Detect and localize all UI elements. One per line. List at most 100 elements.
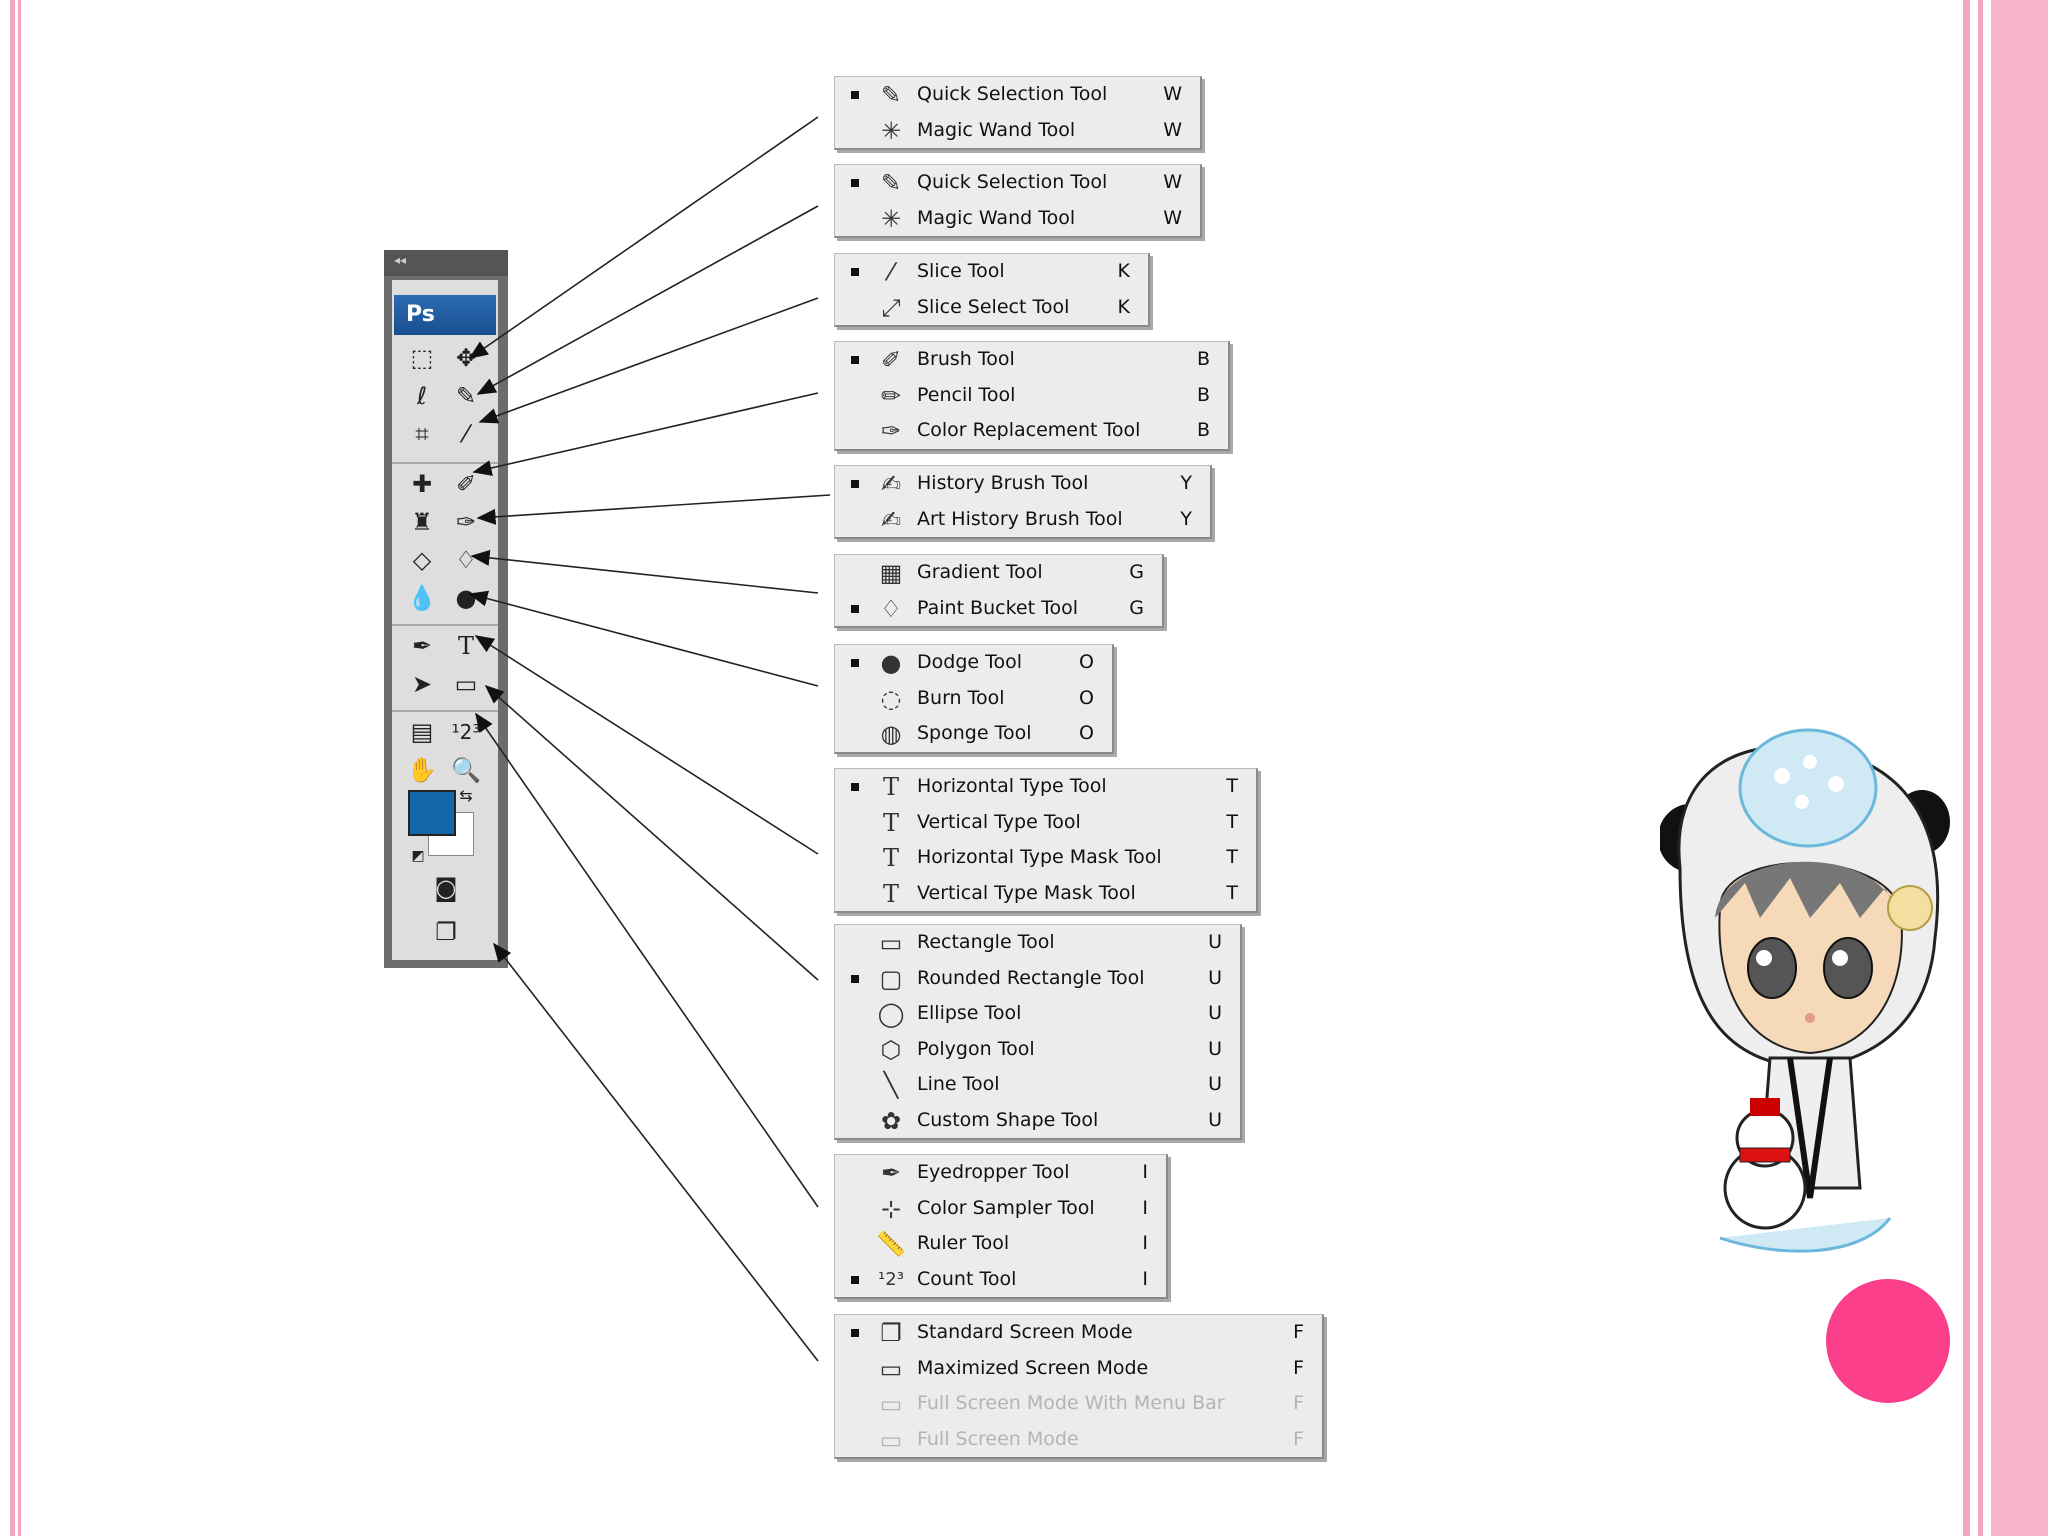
menu-item-shortcut: W — [1163, 118, 1182, 141]
menu-item-shortcut: W — [1163, 206, 1182, 229]
swap-colors-icon[interactable]: ⇆ — [459, 786, 473, 805]
pen-tool-icon[interactable]: ✒ — [411, 632, 433, 660]
clone-stamp-tool-icon[interactable]: ♜ — [411, 508, 433, 536]
menu-item-slice-tool[interactable]: ⁄ Slice Tool K — [835, 254, 1148, 290]
full-screen-menu-icon: ▭ — [879, 1390, 903, 1418]
menu-item-shortcut: U — [1208, 1108, 1222, 1131]
maximized-screen-icon: ▭ — [879, 1354, 903, 1383]
notes-tool-icon[interactable]: ▤ — [410, 718, 434, 746]
type-tool-icon[interactable]: T — [457, 632, 474, 660]
ps-logo: Ps — [394, 295, 496, 335]
menu-item-shortcut: K — [1117, 295, 1130, 318]
selected-bullet-icon — [851, 179, 859, 187]
slice-tool-icon[interactable]: ⁄ — [463, 420, 468, 448]
quick-mask-icon[interactable]: ◙ — [434, 874, 458, 902]
menu-item-label: Quick Selection Tool — [917, 83, 1108, 105]
menu-item-label: Color Sampler Tool — [917, 1196, 1095, 1219]
custom-shape-icon: ✿ — [880, 1106, 902, 1135]
toolbox-divider — [392, 624, 498, 626]
magic-wand-icon: ✳ — [880, 204, 902, 233]
shape-tool-icon[interactable]: ▭ — [454, 670, 478, 698]
selected-bullet-icon — [851, 1275, 859, 1284]
screen-mode-icon[interactable]: ❐ — [435, 918, 457, 946]
marquee-tool-icon[interactable]: ⬚ — [410, 344, 434, 372]
menu-item-shortcut: O — [1079, 722, 1094, 744]
collapse-icon[interactable]: ◂◂ — [394, 253, 407, 267]
hand-tool-icon[interactable]: ✋ — [407, 756, 437, 784]
healing-brush-tool-icon[interactable]: ✚ — [411, 470, 433, 498]
menu-item-shortcut: K — [1117, 260, 1130, 282]
pencil-icon: ✏ — [880, 381, 902, 410]
menu-item-label: Custom Shape Tool — [917, 1108, 1099, 1131]
vertical-type-icon: T — [882, 808, 899, 837]
lasso-tool-icon[interactable]: ℓ — [417, 382, 427, 410]
menu-item-label: Magic Wand Tool — [917, 118, 1076, 141]
quick-selection-tool-icon[interactable]: ✎ — [455, 382, 477, 410]
foreground-color-swatch[interactable] — [408, 790, 456, 836]
toolbox-divider — [392, 710, 498, 712]
crop-tool-icon[interactable]: ⌗ — [415, 420, 429, 448]
menu-item-shortcut: W — [1163, 171, 1182, 193]
right-border-band — [1991, 0, 2048, 1536]
selected-bullet-icon — [851, 268, 859, 276]
zoom-tool-icon[interactable]: 🔍 — [451, 756, 481, 784]
blur-tool-icon[interactable]: 💧 — [407, 584, 437, 612]
selected-bullet-icon — [851, 1329, 859, 1337]
menu-item-label: Vertical Type Mask Tool — [917, 881, 1136, 904]
toolbox-header[interactable]: ◂◂ — [384, 250, 508, 276]
menu-item-custom-shape-tool[interactable]: ✿ Custom Shape Tool U — [835, 1103, 1240, 1139]
menu-item-shortcut: G — [1129, 561, 1144, 583]
menu-item-label: Slice Tool — [917, 260, 1005, 282]
history-brush-tool-icon[interactable]: ✑ — [455, 508, 477, 536]
slice-icon: ⁄ — [888, 258, 893, 286]
eraser-tool-icon[interactable]: ◇ — [412, 546, 432, 574]
horizontal-type-mask-icon: T — [882, 844, 899, 872]
default-colors-icon[interactable]: ◩ — [411, 848, 425, 864]
menu-item-label: Ellipse Tool — [917, 1002, 1022, 1024]
selected-bullet-icon — [851, 659, 859, 667]
brush-tool-icon[interactable]: ✐ — [455, 470, 477, 498]
quick-selection-icon: ✎ — [880, 81, 902, 109]
menu-item-shortcut: Y — [1180, 507, 1192, 530]
left-border-stripe — [10, 0, 15, 1536]
menu-item-label: Magic Wand Tool — [917, 206, 1076, 229]
menu-item-magic-wand-tool[interactable]: ✳ Magic Wand Tool W — [835, 201, 1200, 237]
menu-item-label: Color Replacement Tool — [917, 419, 1141, 441]
quick-selection-icon: ✎ — [880, 169, 902, 197]
path-selection-tool-icon[interactable]: ➤ — [411, 670, 433, 698]
